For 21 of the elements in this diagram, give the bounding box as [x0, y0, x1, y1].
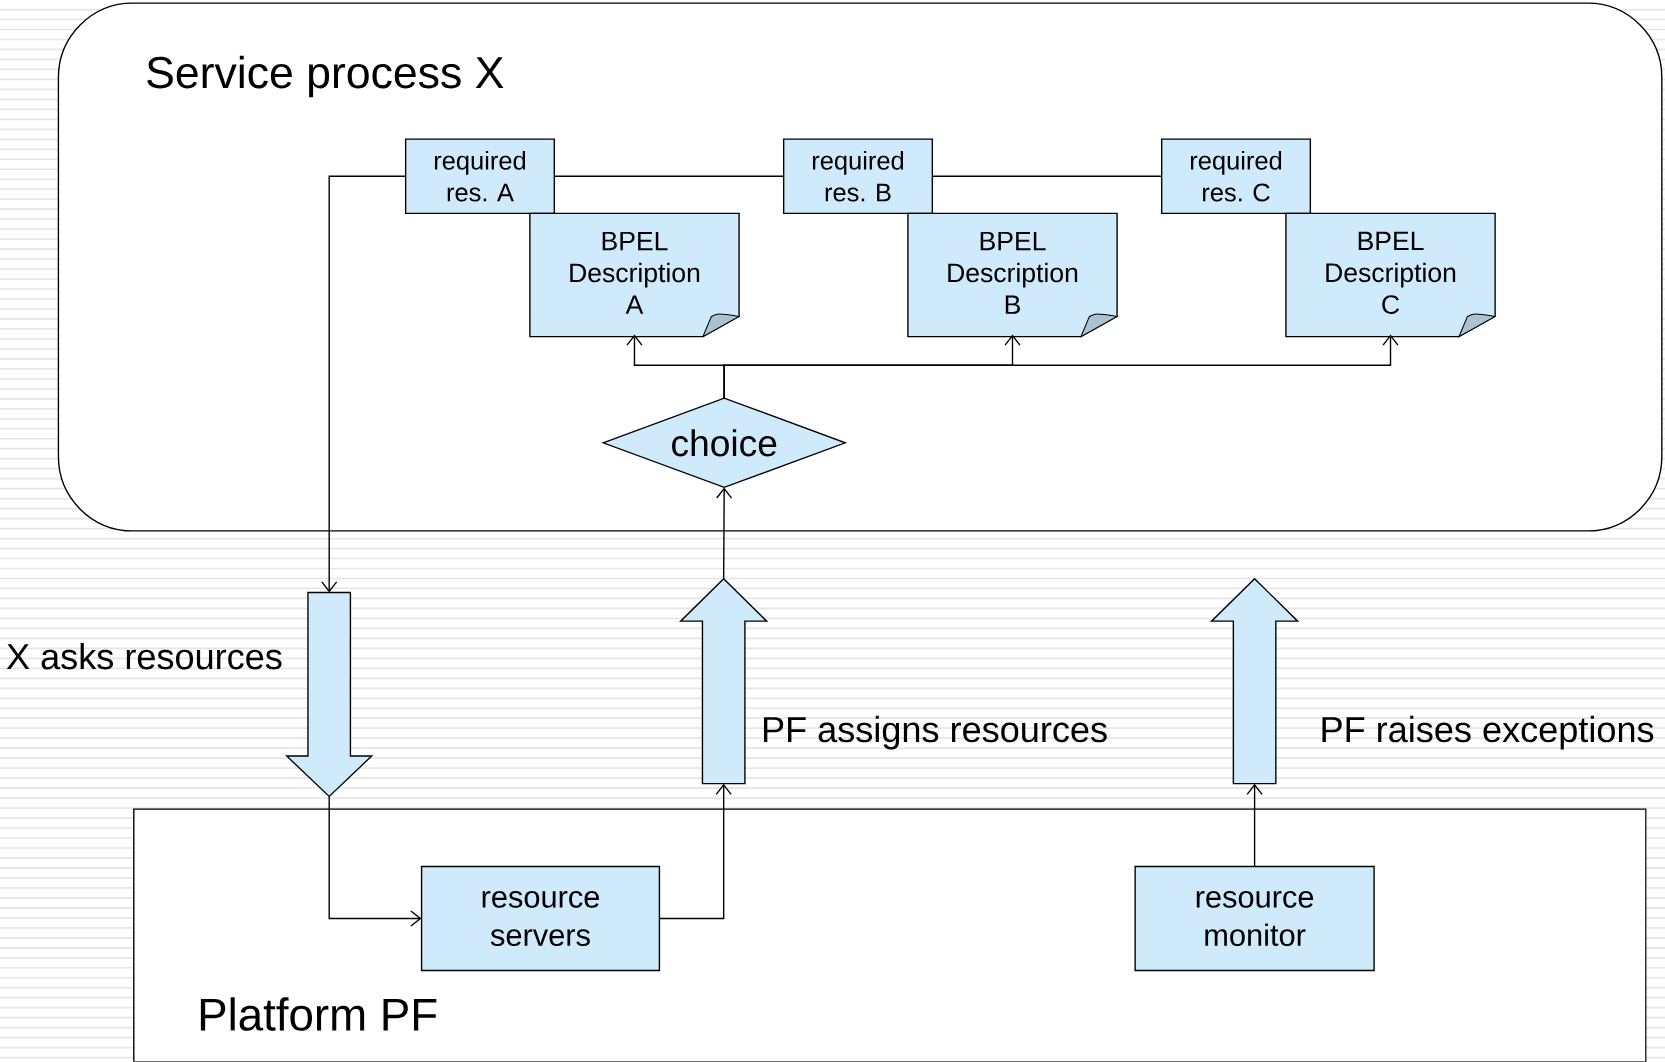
block-arrow: [1209, 577, 1300, 785]
document-box: BPEL Description C: [1285, 212, 1496, 338]
document-box: BPEL Description A: [529, 212, 740, 338]
arrow-caption: PF assigns resources: [763, 715, 1107, 750]
block-arrow: [285, 591, 374, 798]
arrow: [328, 795, 422, 927]
connector-line: [553, 175, 785, 177]
document-box: BPEL Description B: [907, 212, 1118, 338]
arrow-caption: PF raises exceptions: [1322, 715, 1654, 750]
arrow-caption: X asks resources: [6, 643, 282, 670]
resource-box: required res. B: [782, 138, 934, 215]
resource-box: required res. C: [1161, 138, 1312, 215]
process-box: resource monitor: [1134, 865, 1375, 972]
arrow: [1246, 783, 1263, 868]
connector-line: [931, 175, 1163, 177]
arrow: [716, 487, 733, 580]
process-box: resource servers: [420, 865, 661, 972]
arrow: [723, 334, 1399, 399]
arrow: [321, 175, 407, 593]
arrow: [658, 783, 732, 920]
resource-box: required res. A: [404, 138, 555, 215]
